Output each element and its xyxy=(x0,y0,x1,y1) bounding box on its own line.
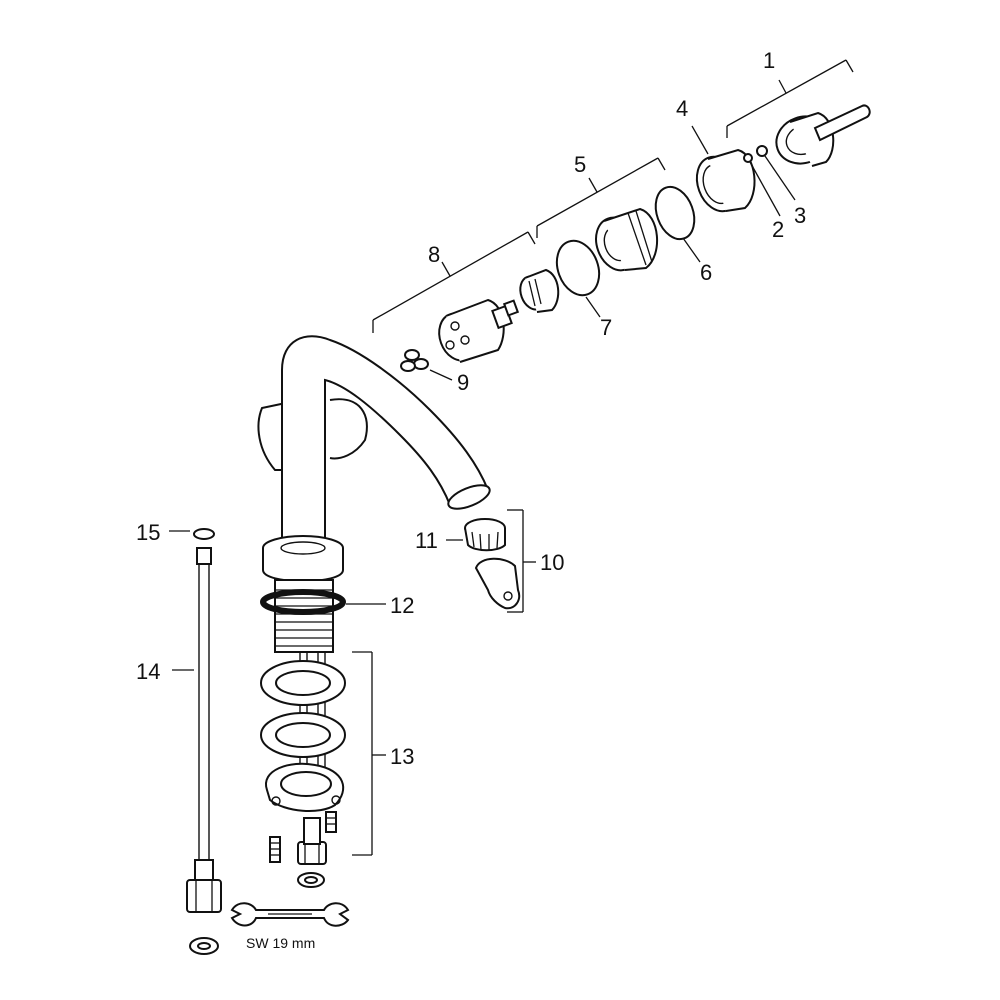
aerator-set-10 xyxy=(464,518,521,610)
cover-4 xyxy=(695,148,756,213)
callout-labels: 1 2 3 4 5 6 7 8 9 10 11 12 13 14 15 SW 1… xyxy=(136,48,806,951)
callout-15: 15 xyxy=(136,520,160,545)
callout-2: 2 xyxy=(772,217,784,242)
callout-7: 7 xyxy=(600,315,612,340)
leader-lines xyxy=(169,59,854,856)
callout-11: 11 xyxy=(415,528,438,553)
callout-9: 9 xyxy=(457,370,469,395)
o-ring-12 xyxy=(260,589,346,615)
callout-13: 13 xyxy=(390,744,414,769)
callout-1: 1 xyxy=(763,48,775,73)
callout-8: 8 xyxy=(428,242,440,267)
callout-14: 14 xyxy=(136,659,160,684)
wrench-size-label: SW 19 mm xyxy=(246,935,315,951)
nut-part xyxy=(519,268,560,313)
screw-2 xyxy=(743,153,753,163)
callout-6: 6 xyxy=(700,260,712,285)
callout-3: 3 xyxy=(794,203,806,228)
cartridge-8 xyxy=(438,298,520,363)
lever-handle-1 xyxy=(775,104,871,167)
faucet-body xyxy=(257,335,491,810)
seals-9 xyxy=(400,349,429,372)
callout-4: 4 xyxy=(676,96,688,121)
o-ring-6 xyxy=(654,185,696,241)
o-ring-7 xyxy=(555,239,601,297)
wrench-icon xyxy=(230,902,350,927)
mounting-set-13 xyxy=(260,660,346,888)
callout-10: 10 xyxy=(540,550,564,575)
cap-3 xyxy=(756,145,768,157)
bonnet-5 xyxy=(595,207,658,272)
callout-12: 12 xyxy=(390,593,414,618)
supply-hose-14 xyxy=(186,528,222,955)
callout-5: 5 xyxy=(574,152,586,177)
